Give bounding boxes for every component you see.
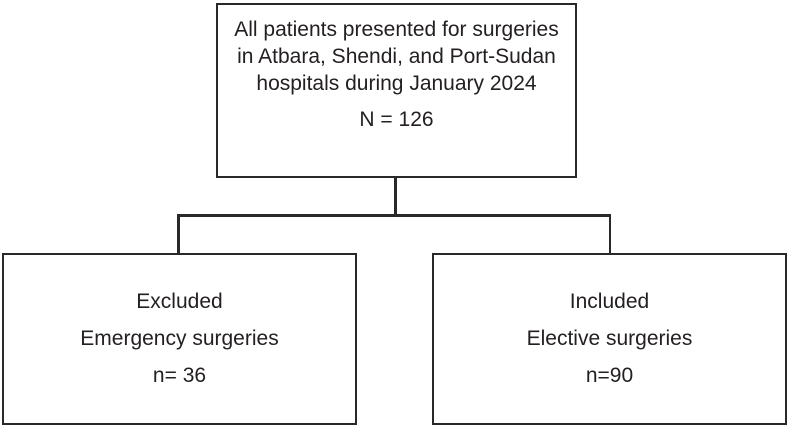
all-patients-text: All patients presented for surgeries in … bbox=[234, 18, 559, 95]
connector-horizontal-bar bbox=[177, 214, 611, 217]
excluded-subtitle: Emergency surgeries bbox=[80, 327, 279, 350]
excluded-title: Excluded bbox=[136, 290, 223, 313]
connector-left-drop bbox=[177, 214, 180, 254]
included-count: n=90 bbox=[585, 364, 634, 387]
node-all-patients: All patients presented for surgeries in … bbox=[216, 3, 577, 178]
included-title: Included bbox=[569, 290, 650, 313]
node-excluded: Excluded Emergency surgeries n= 36 bbox=[2, 253, 357, 425]
connector-stem bbox=[394, 176, 397, 216]
connector-right-drop bbox=[608, 214, 611, 254]
all-patients-count: N = 126 bbox=[359, 108, 434, 131]
node-included: Included Elective surgeries n=90 bbox=[432, 253, 787, 425]
excluded-count: n= 36 bbox=[152, 364, 207, 387]
included-subtitle: Elective surgeries bbox=[526, 327, 693, 350]
